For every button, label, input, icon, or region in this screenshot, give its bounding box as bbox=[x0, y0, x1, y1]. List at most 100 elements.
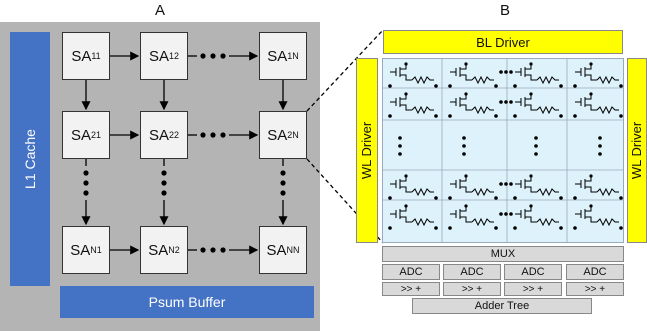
array-v-dot-0-0 bbox=[398, 136, 402, 140]
bl-driver-label: BL Driver bbox=[476, 34, 530, 50]
array-h-dot-1-0 bbox=[499, 100, 503, 104]
memory-cell-r2c3-resistor bbox=[596, 187, 619, 197]
sa-2n-sub: 2N bbox=[287, 130, 299, 140]
crossbar-cells bbox=[382, 58, 624, 243]
array-h-dot-3-1 bbox=[504, 212, 508, 216]
memory-cell-r0c0-sl-node bbox=[434, 84, 438, 88]
memory-cell-r3c2-transistor bbox=[520, 206, 537, 223]
array-h-dot-1-1 bbox=[504, 100, 508, 104]
memory-cell-r2c1-resistor bbox=[471, 187, 494, 197]
memory-cell-r2c2-node bbox=[529, 174, 533, 178]
memory-cell-r1c2-resistor bbox=[536, 105, 559, 115]
array-v-dot-1-1 bbox=[462, 144, 466, 148]
memory-cell-r0c3-sl-node bbox=[619, 84, 623, 88]
adc-block-1: ADC bbox=[382, 264, 440, 280]
memory-cell-r1c3-bl-node bbox=[573, 114, 577, 118]
memory-cell-r2c1-sl-node bbox=[494, 196, 498, 200]
memory-cell-r0c1-transistor bbox=[455, 64, 472, 81]
memory-cell-r1c1-transistor bbox=[455, 94, 472, 111]
panel-label-a: A bbox=[155, 2, 166, 19]
wl-driver-right-label: WL Driver bbox=[629, 121, 645, 180]
memory-cell-r0c0-resistor bbox=[411, 75, 434, 85]
memory-cell-r0c3-transistor bbox=[580, 64, 597, 81]
psum-buffer-block: Psum Buffer bbox=[60, 286, 314, 318]
memory-cell-r3c2-sl-node bbox=[559, 226, 563, 230]
array-v-dot-1-2 bbox=[462, 152, 466, 156]
sa-n2-sub: N2 bbox=[168, 245, 180, 255]
memory-cell-r1c1-node bbox=[464, 92, 468, 96]
adc-label-4: ADC bbox=[583, 266, 607, 278]
memory-cell-r3c0-bl-node bbox=[388, 226, 392, 230]
memory-cell-r2c2-sl-node bbox=[559, 196, 563, 200]
sa-12-sub: 12 bbox=[169, 51, 180, 61]
h-ellipsis-dots bbox=[200, 53, 226, 253]
memory-cell-r1c0-transistor bbox=[395, 94, 412, 111]
sa-22-sub: 22 bbox=[169, 130, 180, 140]
memory-cell-r2c1-transistor bbox=[455, 176, 472, 193]
array-v-dot-2-0 bbox=[534, 136, 538, 140]
memory-cell-r2c0-sl-node bbox=[434, 196, 438, 200]
memory-cell-r0c2-node bbox=[529, 62, 533, 66]
shift-add-block-3: >> + bbox=[504, 282, 562, 296]
adc-block-2: ADC bbox=[443, 264, 501, 280]
shift-add-block-2: >> + bbox=[443, 282, 501, 296]
memory-cell-r3c3-node bbox=[589, 204, 593, 208]
sa-2n-base: SA bbox=[267, 126, 288, 144]
adc-label-2: ADC bbox=[460, 266, 484, 278]
memory-cell-r2c1-node bbox=[464, 174, 468, 178]
memory-cell-r3c2-node bbox=[529, 204, 533, 208]
array-v-dot-3-1 bbox=[598, 144, 602, 148]
memory-cell-r3c1-sl-node bbox=[494, 226, 498, 230]
sa-n2-base: SA bbox=[148, 241, 169, 259]
memory-cell-r1c0-bl-node bbox=[388, 114, 392, 118]
sa-n1-sub: N1 bbox=[90, 245, 102, 255]
memory-cell-r1c3-resistor bbox=[596, 105, 619, 115]
memory-cell-r2c3-node bbox=[589, 174, 593, 178]
shift-add-block-1: >> + bbox=[382, 282, 440, 296]
memory-cell-r2c2-transistor bbox=[520, 176, 537, 193]
memory-cell-r2c0-transistor bbox=[395, 176, 412, 193]
memory-cell-r2c3-bl-node bbox=[573, 196, 577, 200]
memory-cell-r1c2-sl-node bbox=[559, 114, 563, 118]
mux-block: MUX bbox=[382, 246, 624, 262]
memory-cell-r0c1-bl-node bbox=[448, 84, 452, 88]
memory-cell-r0c2-sl-node bbox=[559, 84, 563, 88]
memory-cell-r1c0-sl-node bbox=[434, 114, 438, 118]
memory-cell-r0c1-resistor bbox=[471, 75, 494, 85]
array-v-dot-2-1 bbox=[534, 144, 538, 148]
memory-cell-r0c1-sl-node bbox=[494, 84, 498, 88]
array-h-dot-1-2 bbox=[509, 100, 513, 104]
adc-block-3: ADC bbox=[504, 264, 562, 280]
memory-cell-r2c0-bl-node bbox=[388, 196, 392, 200]
memory-cell-r3c0-node bbox=[404, 204, 408, 208]
memory-cell-r0c3-bl-node bbox=[573, 84, 577, 88]
memory-cell-r1c3-node bbox=[589, 92, 593, 96]
array-h-dot-0-2 bbox=[509, 70, 513, 74]
adder-tree-label: Adder Tree bbox=[474, 300, 530, 312]
memory-cell-r1c1-sl-node bbox=[494, 114, 498, 118]
memory-cell-r1c2-transistor bbox=[520, 94, 537, 111]
memory-cell-r1c3-sl-node bbox=[619, 114, 623, 118]
memory-cell-r3c3-sl-node bbox=[619, 226, 623, 230]
array-v-dot-1-0 bbox=[462, 136, 466, 140]
adc-label-1: ADC bbox=[399, 266, 423, 278]
mux-label: MUX bbox=[490, 248, 516, 260]
memory-cell-r3c2-resistor bbox=[536, 217, 559, 227]
shift-add-label-1: >> + bbox=[400, 283, 422, 295]
shift-add-label-2: >> + bbox=[461, 283, 483, 295]
memory-cell-r0c0-transistor bbox=[395, 64, 412, 81]
sa-21-sub: 21 bbox=[91, 130, 102, 140]
memory-cell-r0c3-node bbox=[589, 62, 593, 66]
wl-driver-left-label: WL Driver bbox=[359, 121, 375, 180]
sa-11-sub: 11 bbox=[91, 51, 101, 61]
adc-block-4: ADC bbox=[566, 264, 624, 280]
sa-12-base: SA bbox=[148, 47, 169, 65]
memory-cell-r0c2-resistor bbox=[536, 75, 559, 85]
memory-cell-r3c1-resistor bbox=[471, 217, 494, 227]
memory-cell-r3c0-transistor bbox=[395, 206, 412, 223]
memory-cell-r3c3-bl-node bbox=[573, 226, 577, 230]
